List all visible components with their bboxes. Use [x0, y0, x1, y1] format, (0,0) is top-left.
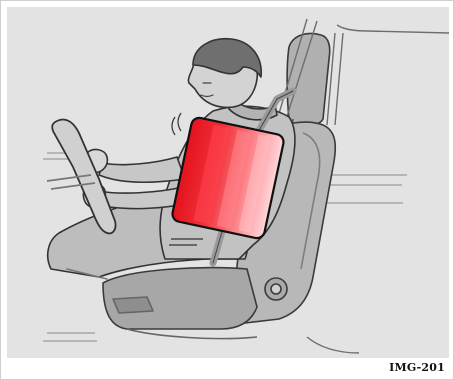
side-airbag-illustration	[7, 7, 449, 358]
driver-arm-upper	[99, 157, 185, 182]
illustration-panel	[7, 7, 449, 358]
image-id-label: IMG-201	[389, 361, 445, 374]
side-airbag	[171, 116, 285, 239]
